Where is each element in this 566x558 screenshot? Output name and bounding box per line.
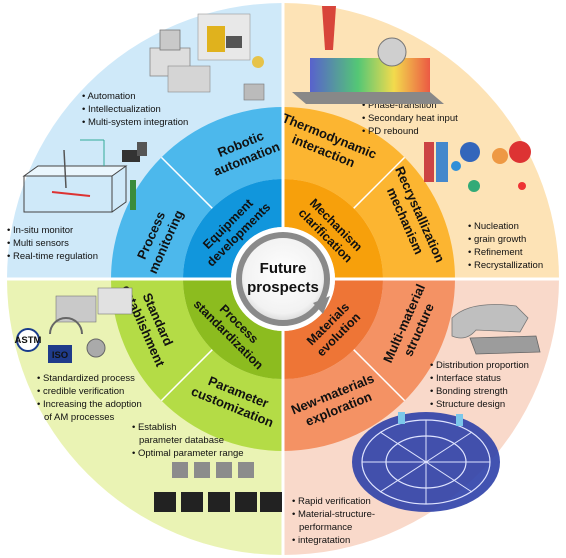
bullet-item: • Structure design — [430, 399, 505, 410]
bullet-item-continued: performance — [299, 522, 352, 533]
bullet-item: • Bonding strength — [430, 386, 508, 397]
sector-process-monitoring — [111, 157, 213, 279]
bullet-item: • Material-structure- — [292, 509, 375, 520]
thermal-simulation-image — [292, 6, 444, 104]
bullets-parameter: • Establish parameter database • Optimal… — [132, 422, 244, 459]
bullets-recryst: • Nucleation • grain growth • Refinement… — [468, 221, 543, 271]
bullet-item: • Increasing the adoption — [37, 399, 142, 410]
sector-parameter-customization — [161, 349, 283, 451]
bullet-item: • Multi sensors — [7, 238, 69, 249]
multi-material-part-image — [451, 304, 541, 355]
sector-standard-establishment — [111, 279, 213, 401]
bullet-item: • Multi-system integration — [82, 117, 188, 128]
bullet-item: • In-situ monitor — [7, 225, 73, 236]
iso-logo-icon — [48, 345, 72, 363]
quadrant-dividers — [4, 0, 562, 558]
sector-equipment-developments — [183, 179, 283, 279]
inner-ring — [183, 179, 383, 379]
bullet-item: • Optimal parameter range — [132, 448, 244, 459]
sector-thermodynamic-interaction — [283, 107, 405, 209]
bullet-item: • Refinement — [468, 247, 523, 258]
bullet-item: • PD rebound — [362, 126, 419, 137]
center-hub: Future prospects — [231, 227, 335, 331]
bullet-item-continued: of AM processes — [44, 412, 114, 423]
bullet-item: • Intellectualization — [82, 104, 161, 115]
iso-logo-text: ISO — [52, 350, 68, 361]
bullet-item: • Nucleation — [468, 221, 519, 232]
bullet-item: • Distribution proportion — [430, 360, 529, 371]
bullets-monitoring: • In-situ monitor • Multi sensors • Real… — [7, 225, 98, 262]
center-title-line2: prospects — [247, 279, 319, 296]
bullet-item: • credible verification — [37, 386, 124, 397]
bullets-thermo: • Phase-transition • Secondary heat inpu… — [362, 100, 458, 137]
bullets-multi-material: • Distribution proportion • Interface st… — [430, 360, 529, 410]
sector-new-materials-exploration — [283, 349, 405, 451]
bullet-item: • Phase-transition — [362, 100, 437, 111]
bullet-item: • Recrystallization — [468, 260, 543, 271]
bullet-item: • grain growth — [468, 234, 526, 245]
bullet-item: • Standardized process — [37, 373, 135, 384]
sector-process-standardization — [183, 279, 283, 379]
bullets-new-materials: • Rapid verification • Material-structur… — [292, 496, 375, 546]
standards-image: ASTM ISO — [15, 287, 133, 363]
middle-ring — [111, 107, 455, 451]
sector-robotic-automation — [161, 107, 283, 209]
bullet-item-continued: parameter database — [139, 435, 224, 446]
cycle-arrow-icon — [313, 296, 330, 314]
parameter-database-image — [154, 462, 282, 512]
lattice-dome-image — [352, 412, 500, 512]
sector-recrystallization-mechanism — [353, 157, 455, 279]
sector-multi-material-structure — [353, 279, 455, 401]
bullet-item: • Establish — [132, 422, 177, 433]
bullet-item: • Interface status — [430, 373, 501, 384]
bullet-item: • integratation — [292, 535, 350, 546]
robotic-equipment-image — [149, 13, 265, 101]
bullet-item: • Secondary heat input — [362, 113, 458, 124]
astm-logo-icon — [16, 328, 40, 352]
center-title-line1: Future — [260, 260, 307, 277]
recrystallization-image — [424, 141, 531, 192]
sector-dividers — [160, 156, 406, 402]
sector-materials-evolution — [283, 279, 383, 379]
bullet-item: • Automation — [82, 91, 136, 102]
astm-logo-text: ASTM — [15, 335, 42, 346]
bullet-item: • Real-time regulation — [7, 251, 98, 262]
bullets-standard: • Standardized process • credible verifi… — [37, 373, 142, 423]
bullets-robotic: • Automation • Intellectualization • Mul… — [82, 91, 188, 128]
bullet-item: • Rapid verification — [292, 496, 371, 507]
monitoring-setup-image — [22, 139, 147, 213]
sector-mechanism-clarification — [283, 179, 383, 279]
